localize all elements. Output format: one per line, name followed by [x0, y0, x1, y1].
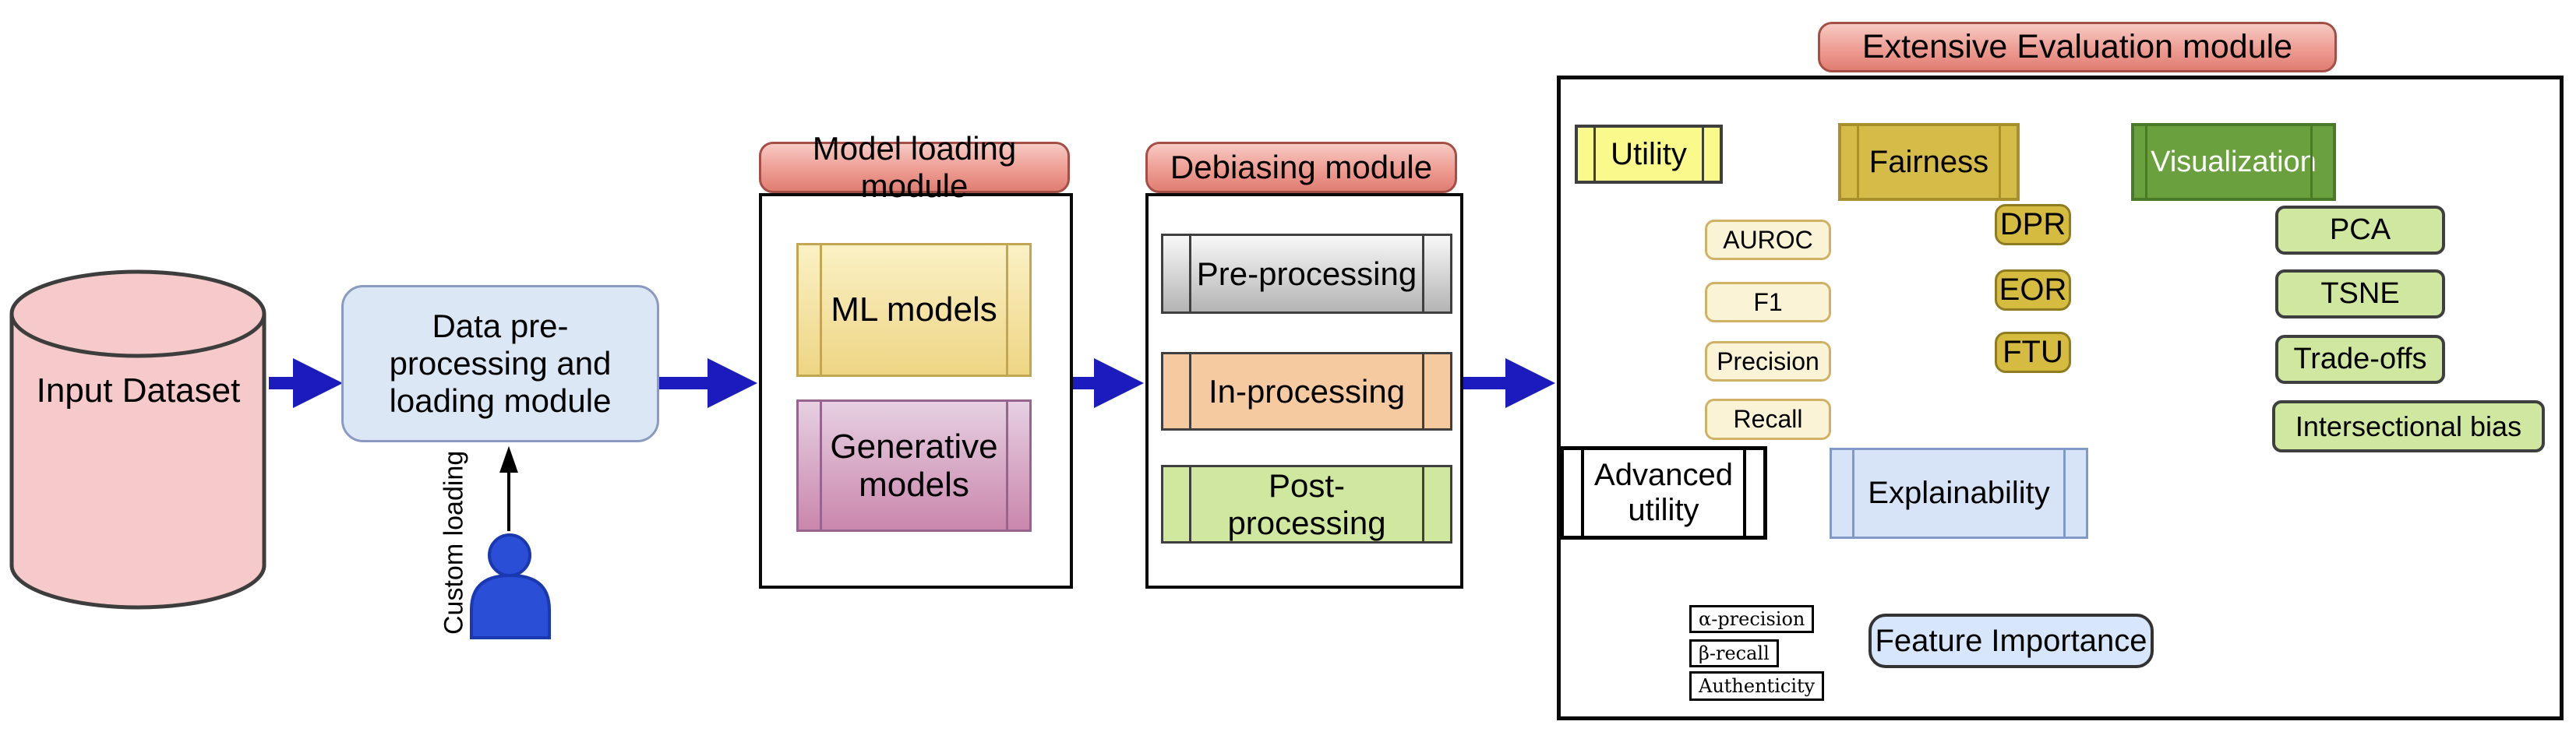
inner-bar: [1421, 236, 1424, 311]
model-loading-module-header: Model loading module: [759, 130, 1070, 204]
inner-bar: [1421, 467, 1424, 541]
database-icon: [9, 269, 266, 610]
pca-box: PCA: [2275, 206, 2445, 255]
inner-bar: [2145, 126, 2147, 198]
inner-bar: [1581, 450, 1584, 536]
advanced-utility-box: Advanced utility: [1560, 446, 1767, 540]
post-processing-label: Post-processing: [1227, 467, 1386, 541]
input-dataset-label: Input Dataset: [36, 371, 241, 410]
beta-recall-box: β-recall: [1689, 639, 1779, 667]
debiasing-module-header: Debiasing module: [1145, 142, 1457, 193]
ftu-box: FTU: [1995, 332, 2071, 373]
evaluation-module-header: Extensive Evaluation module: [1818, 22, 2337, 72]
visualization-label: Visualization: [2151, 145, 2317, 178]
inner-bar: [1006, 402, 1009, 530]
in-processing-label: In-processing: [1208, 372, 1406, 410]
inner-bar: [1189, 236, 1192, 311]
inner-bar: [1006, 245, 1009, 375]
trade-offs-box: Trade-offs: [2275, 335, 2445, 384]
tsne-box: TSNE: [2275, 269, 2445, 318]
inner-bar: [1743, 450, 1746, 536]
generative-models-box: Generative models: [796, 399, 1032, 532]
visualization-box: Visualization: [2131, 123, 2336, 201]
pre-processing-label: Pre-processing: [1196, 255, 1417, 292]
eor-box: EOR: [1995, 269, 2071, 311]
person-icon: [470, 533, 551, 639]
inner-bar: [1421, 354, 1424, 428]
feature-importance-box: Feature Importance: [1868, 614, 2154, 668]
inner-bar: [1593, 128, 1596, 181]
utility-label: Utility: [1611, 136, 1687, 171]
inner-bar: [1852, 450, 1854, 537]
data-preprocessing-module: Data pre-processing and loading module: [341, 285, 659, 442]
inner-bar: [1857, 126, 1859, 198]
inner-bar: [1189, 354, 1192, 428]
explainability-label: Explainability: [1868, 476, 2050, 511]
generative-models-label: Generative models: [830, 427, 998, 504]
post-processing-box: Post-processing: [1161, 465, 1452, 544]
inner-bar: [819, 245, 822, 375]
pre-processing-box: Pre-processing: [1161, 234, 1452, 314]
inner-bar: [819, 402, 822, 530]
alpha-precision-box: α-precision: [1689, 605, 1815, 633]
fairness-label: Fairness: [1868, 144, 1989, 179]
fairness-box: Fairness: [1838, 123, 2020, 201]
in-processing-box: In-processing: [1161, 352, 1452, 431]
inner-bar: [1189, 467, 1192, 541]
advanced-utility-label: Advanced utility: [1594, 458, 1733, 527]
utility-box: Utility: [1575, 125, 1723, 184]
dpr-box: DPR: [1995, 204, 2071, 245]
ml-models-box: ML models: [796, 243, 1032, 377]
recall-box: Recall: [1705, 399, 1831, 440]
ml-models-label: ML models: [831, 290, 997, 329]
intersectional-bias-box: Intersectional bias: [2272, 400, 2545, 452]
explainability-box: Explainability: [1830, 448, 2088, 539]
custom-loading-label: Custom loading: [439, 450, 469, 635]
inner-bar: [2063, 450, 2066, 537]
f1-box: F1: [1705, 282, 1831, 322]
inner-bar: [2310, 126, 2313, 198]
inner-bar: [1702, 128, 1704, 181]
inner-bar: [1999, 126, 2001, 198]
precision-box: Precision: [1705, 341, 1831, 382]
auroc-box: AUROC: [1705, 220, 1831, 260]
authenticity-box: Authenticity: [1689, 671, 1825, 701]
